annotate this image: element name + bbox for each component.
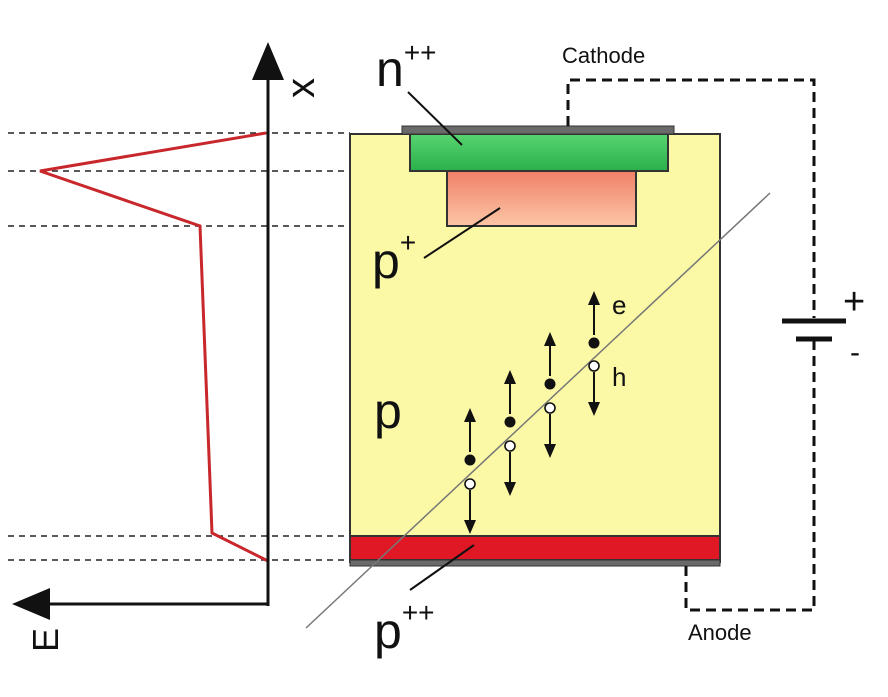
electron-arrow-up-icon bbox=[504, 370, 516, 384]
external-circuit bbox=[566, 78, 816, 612]
electron-arrow-up-icon bbox=[588, 291, 600, 305]
cathode-label: Cathode bbox=[562, 43, 645, 68]
hole-circle-icon bbox=[588, 360, 600, 372]
hole-circle-icon bbox=[504, 440, 516, 452]
e-axis-label: E bbox=[25, 628, 66, 652]
x-axis-arrow-icon bbox=[252, 42, 284, 80]
x-axis-label: x bbox=[279, 78, 323, 98]
leader-p-plus bbox=[423, 207, 501, 259]
label-p-plus-plus: p++ bbox=[374, 597, 435, 659]
multiplication-diagonal bbox=[305, 192, 771, 629]
leader-p-plus-plus bbox=[409, 544, 475, 591]
electron-dot-icon bbox=[544, 378, 556, 390]
label-p-plus: p+ bbox=[372, 227, 416, 289]
hole-arrow-down-icon bbox=[504, 482, 516, 496]
wire-anode bbox=[684, 340, 816, 612]
leader-n-plus-plus bbox=[407, 91, 463, 146]
label-p: p bbox=[374, 383, 402, 439]
field-curve bbox=[39, 131, 269, 563]
hole-arrow-down-icon bbox=[588, 402, 600, 416]
carrier-pairs bbox=[464, 291, 600, 534]
electron-dot-icon bbox=[504, 416, 516, 428]
hole-label: h bbox=[612, 362, 626, 392]
hole-arrow-down-icon bbox=[544, 444, 556, 458]
electron-label: e bbox=[612, 290, 626, 320]
battery-plus-label: + bbox=[843, 281, 865, 323]
electron-arrow-up-icon bbox=[464, 408, 476, 422]
cathode-contact bbox=[401, 125, 675, 135]
electron-arrow-up-icon bbox=[544, 332, 556, 346]
wire-cathode bbox=[566, 78, 816, 318]
anode-label: Anode bbox=[688, 620, 752, 645]
hole-circle-icon bbox=[544, 402, 556, 414]
region-labels: n++ p+ p p++ bbox=[372, 37, 501, 659]
hole-arrow-down-icon bbox=[464, 520, 476, 534]
anode-contact bbox=[349, 559, 721, 567]
battery-icon bbox=[782, 318, 846, 342]
device bbox=[305, 125, 771, 629]
n-plus-plus-region bbox=[409, 133, 669, 172]
field-profile: x E bbox=[8, 42, 446, 652]
battery-minus-label: - bbox=[850, 336, 860, 369]
electron-dot-icon bbox=[588, 337, 600, 349]
hole-circle-icon bbox=[464, 478, 476, 490]
p-plus-region bbox=[446, 170, 637, 227]
label-n-plus-plus: n++ bbox=[376, 37, 437, 97]
electron-dot-icon bbox=[464, 454, 476, 466]
p-plus-plus-region bbox=[349, 535, 721, 561]
e-axis-arrow-icon bbox=[12, 588, 50, 620]
